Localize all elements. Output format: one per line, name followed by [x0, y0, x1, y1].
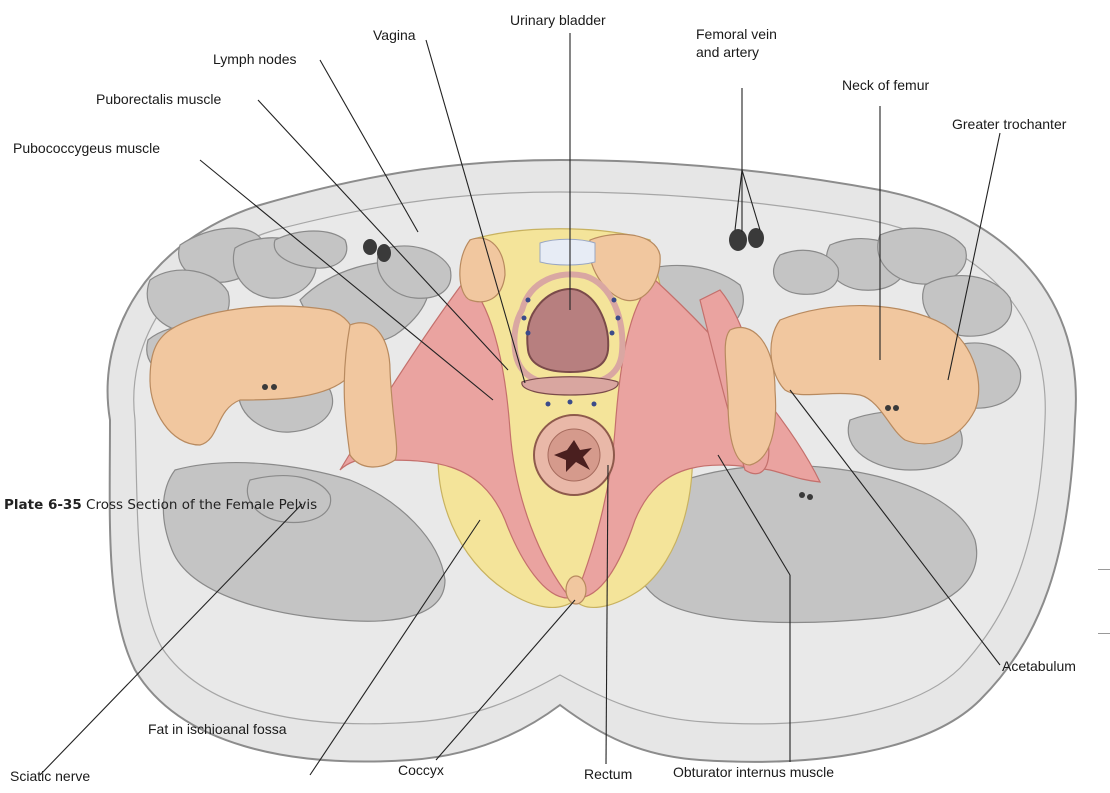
pubic-symphysis — [540, 239, 595, 265]
label-femoral-artery: and artery — [696, 44, 759, 61]
margin-tick-top — [1098, 569, 1110, 570]
label-obturator-internus-muscle: Obturator internus muscle — [673, 764, 834, 781]
label-lymph-nodes: Lymph nodes — [213, 51, 297, 68]
plate-number: Plate 6-35 — [4, 497, 82, 513]
vagina-section — [522, 377, 618, 395]
label-coccyx: Coccyx — [398, 762, 444, 779]
label-greater-trochanter: Greater trochanter — [952, 116, 1066, 133]
label-vagina: Vagina — [373, 27, 416, 44]
label-sciatic-nerve: Sciatic nerve — [10, 768, 90, 785]
label-puborectalis-muscle: Puborectalis muscle — [96, 91, 221, 108]
label-urinary-bladder: Urinary bladder — [510, 12, 606, 29]
coccyx-bone — [566, 576, 586, 604]
label-fat-ischioanal-fossa: Fat in ischioanal fossa — [148, 721, 287, 738]
plate-caption: Plate 6-35 Cross Section of the Female P… — [4, 497, 317, 513]
label-pubococcygeus-muscle: Pubococcygeus muscle — [13, 140, 160, 157]
margin-tick-bottom — [1098, 633, 1110, 634]
plate-title: Cross Section of the Female Pelvis — [86, 497, 317, 513]
label-femoral-vein: Femoral vein — [696, 26, 777, 43]
label-rectum: Rectum — [584, 766, 632, 783]
label-neck-of-femur: Neck of femur — [842, 77, 929, 94]
label-acetabulum: Acetabulum — [1002, 658, 1076, 675]
